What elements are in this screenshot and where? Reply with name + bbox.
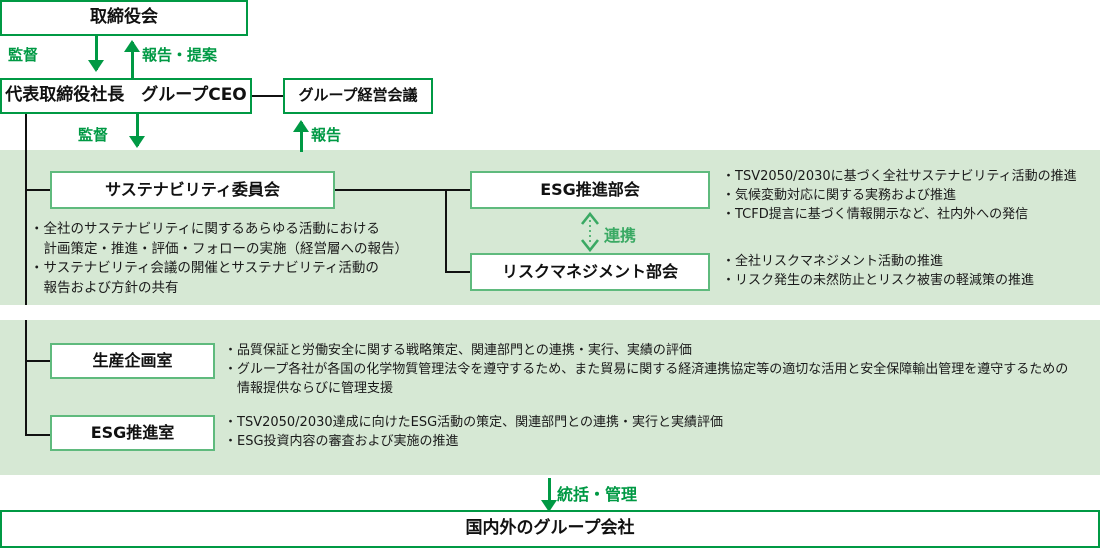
supervise-top-label: 監督 [8, 46, 39, 64]
sustainability-committee-box: サステナビリティ委員会 [50, 171, 335, 209]
production-office-branch-line [25, 360, 52, 362]
board-of-directors-box: 取締役会 [0, 0, 248, 36]
committee-branch-line [25, 189, 52, 191]
group-management-meeting-box: グループ経営会議 [283, 78, 433, 114]
supervise-mid-arrow-head [129, 136, 145, 148]
ceo-label: 代表取締役社長 グループCEO [5, 85, 247, 106]
risk-subcommittee-branch-line [445, 271, 470, 273]
supervise-top-arrow-line [95, 36, 98, 70]
control-manage-arrow-head [541, 500, 557, 512]
esg-promotion-office-box: ESG推進室 [50, 415, 215, 451]
risk-management-subcommittee-box: リスクマネジメント部会 [470, 253, 710, 291]
esg-subcommittee-branch-line [445, 189, 470, 191]
esg-promotion-subcommittee-label: ESG推進部会 [540, 179, 640, 199]
sustainability-committee-label: サステナビリティ委員会 [105, 179, 280, 199]
esg-promotion-subcommittee-description: ・TSV2050/2030に基づく全社サステナビリティ活動の推進 ・気候変動対応… [722, 169, 1077, 222]
sustainability-committee-description: ・全社のサステナビリティに関するあらゆる活動における 計画策定・推進・評価・フォ… [30, 221, 408, 296]
production-planning-office-box: 生産企画室 [50, 343, 215, 379]
ceo-to-group-meeting-line [252, 95, 284, 97]
coordination-arrow [578, 210, 602, 254]
group-companies-label: 国内外のグループ会社 [465, 518, 635, 539]
group-management-meeting-label: グループ経営会議 [298, 86, 418, 105]
coordination-label: 連携 [604, 226, 637, 245]
esg-promotion-office-description: ・TSV2050/2030達成に向けたESG活動の策定、関連部門との連携・実行と… [224, 415, 724, 449]
report-propose-arrow-head [124, 40, 140, 52]
ceo-trunk-line-lower [25, 320, 27, 436]
subcommittee-bus-line [445, 189, 447, 272]
supervise-mid-label: 監督 [78, 126, 109, 144]
group-companies-box: 国内外のグループ会社 [0, 510, 1100, 548]
ceo-box: 代表取締役社長 グループCEO [0, 78, 252, 114]
report-propose-arrow-line [131, 42, 134, 78]
production-planning-office-label: 生産企画室 [92, 350, 173, 370]
supervise-mid-arrow-line [136, 114, 139, 146]
report-group-arrow-line [300, 122, 303, 152]
committee-to-subcommittee-line [335, 189, 445, 191]
report-propose-label: 報告・提案 [142, 46, 218, 64]
supervise-top-arrow-head [88, 60, 104, 72]
coordination-arrow-icon [580, 211, 600, 253]
esg-promotion-office-label: ESG推進室 [90, 422, 175, 442]
risk-management-subcommittee-label: リスクマネジメント部会 [501, 261, 678, 281]
risk-management-subcommittee-description: ・全社リスクマネジメント活動の推進 ・リスク発生の未然防止とリスク被害の軽減策の… [722, 254, 1035, 288]
board-of-directors-label: 取締役会 [90, 7, 158, 28]
report-group-arrow-head [293, 120, 309, 132]
control-manage-arrow-line [548, 478, 551, 508]
ceo-trunk-line [25, 114, 27, 305]
esg-promotion-subcommittee-box: ESG推進部会 [470, 171, 710, 209]
report-group-label: 報告 [311, 126, 342, 144]
control-manage-label: 統括・管理 [557, 485, 638, 504]
esg-office-branch-line [25, 434, 52, 436]
production-planning-office-description: ・品質保証と労働安全に関する戦略策定、関連部門との連携・実行、実績の評価 ・グル… [224, 343, 1069, 396]
